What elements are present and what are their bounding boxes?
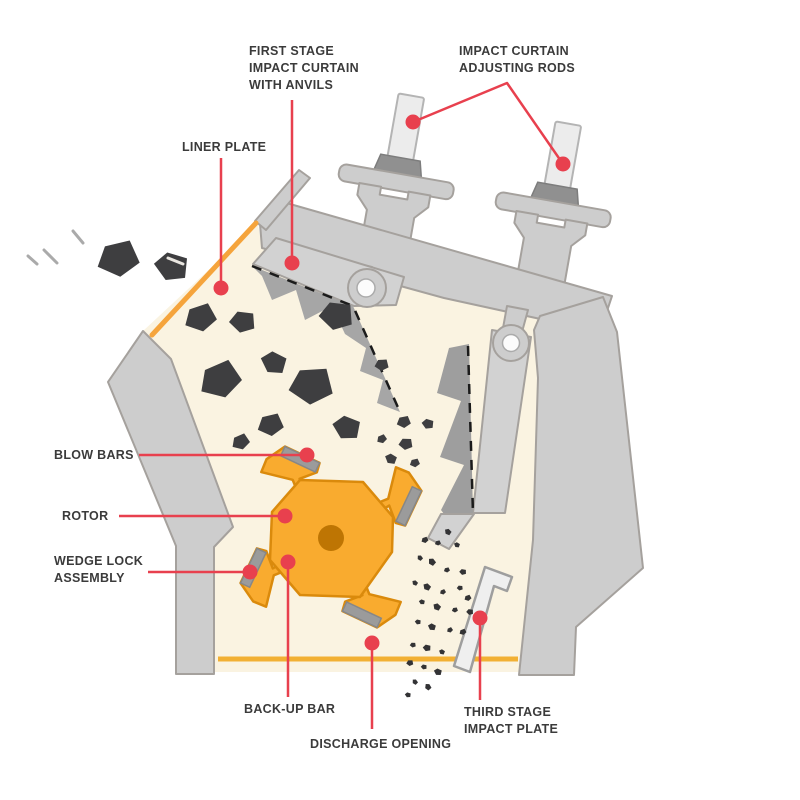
rock <box>97 240 140 277</box>
first-curtain-anvils <box>252 266 400 412</box>
leader-back-up-bar <box>280 554 296 697</box>
leader-dot <box>472 610 488 626</box>
leader-third-stage-impact-plate <box>472 610 488 700</box>
leader-wedge-lock-assembly <box>148 564 258 580</box>
motion-dash <box>71 229 85 245</box>
rock <box>385 453 397 464</box>
rock <box>257 413 284 437</box>
leader-blow-bars <box>139 447 315 463</box>
liner-plate-line <box>149 220 259 338</box>
rock <box>377 434 387 444</box>
leader-dot <box>242 564 258 580</box>
particle <box>423 583 432 591</box>
particle <box>433 603 442 611</box>
rock-highlight <box>166 256 185 266</box>
blow-bar <box>394 485 423 527</box>
particle <box>414 619 421 625</box>
rock <box>421 418 434 429</box>
rock <box>185 303 217 332</box>
pivot-hole <box>356 278 376 298</box>
rock <box>374 359 389 371</box>
pivot-hole <box>501 333 521 353</box>
particle <box>459 628 467 635</box>
rock <box>201 359 242 398</box>
particle <box>417 555 424 561</box>
left-body-wall <box>107 330 234 675</box>
rock <box>153 252 188 280</box>
rotor-hub <box>318 525 344 551</box>
particle <box>433 668 442 675</box>
particle <box>459 569 466 575</box>
particle <box>406 660 414 666</box>
rotor-assembly <box>239 445 423 629</box>
motion-dash <box>26 254 39 266</box>
particle <box>427 623 436 631</box>
adjusting-rod <box>386 92 425 164</box>
rock-fragments <box>26 229 434 468</box>
particle <box>439 649 445 655</box>
particle <box>418 599 425 605</box>
rod-flange <box>494 191 612 229</box>
rock <box>398 438 413 450</box>
particle <box>466 609 473 615</box>
leader-liner-plate <box>213 158 229 296</box>
crushed-particles <box>404 528 473 698</box>
particle <box>451 607 458 613</box>
particle <box>447 627 453 633</box>
left-adjusting-rod-assembly <box>337 92 455 280</box>
rock <box>260 351 287 373</box>
blow-bar <box>341 600 383 629</box>
leader-dot <box>364 635 380 651</box>
rock <box>228 311 255 333</box>
particle <box>409 642 416 648</box>
leader-rotor <box>119 508 293 524</box>
particle <box>422 644 431 652</box>
leader-discharge-opening <box>364 635 380 729</box>
particle <box>421 536 429 543</box>
leader-dot <box>277 508 293 524</box>
rock <box>409 458 420 468</box>
adjusting-rod <box>543 120 582 192</box>
leader-dot <box>405 114 421 130</box>
particle <box>443 567 450 573</box>
particle <box>420 664 427 670</box>
particle <box>428 558 437 566</box>
rock <box>396 415 411 428</box>
particle <box>445 528 452 536</box>
motion-dash <box>42 248 59 265</box>
rod-flange <box>337 163 455 201</box>
rock <box>332 415 360 439</box>
rock <box>318 302 352 330</box>
particle <box>456 585 463 591</box>
feed-lip <box>254 169 311 231</box>
leader-dot <box>284 255 300 271</box>
particle <box>440 589 446 595</box>
leader-dot <box>280 554 296 570</box>
particle <box>464 594 472 601</box>
right-body-wall <box>518 296 644 676</box>
particle <box>425 683 432 691</box>
leader-line <box>412 81 565 165</box>
particle <box>434 540 441 546</box>
rock <box>232 433 250 450</box>
particle <box>412 580 419 586</box>
rock <box>288 368 333 405</box>
leader-first-stage-impact-curtain <box>284 100 300 271</box>
particle <box>412 679 419 685</box>
leader-impact-curtain-adjusting-rods <box>405 81 571 172</box>
particle <box>454 542 460 548</box>
particle <box>404 692 411 698</box>
leader-dot <box>213 280 229 296</box>
leader-dot <box>555 156 571 172</box>
second-curtain-wear-line <box>466 345 475 515</box>
leader-dot <box>299 447 315 463</box>
second-curtain-plate <box>437 344 473 514</box>
